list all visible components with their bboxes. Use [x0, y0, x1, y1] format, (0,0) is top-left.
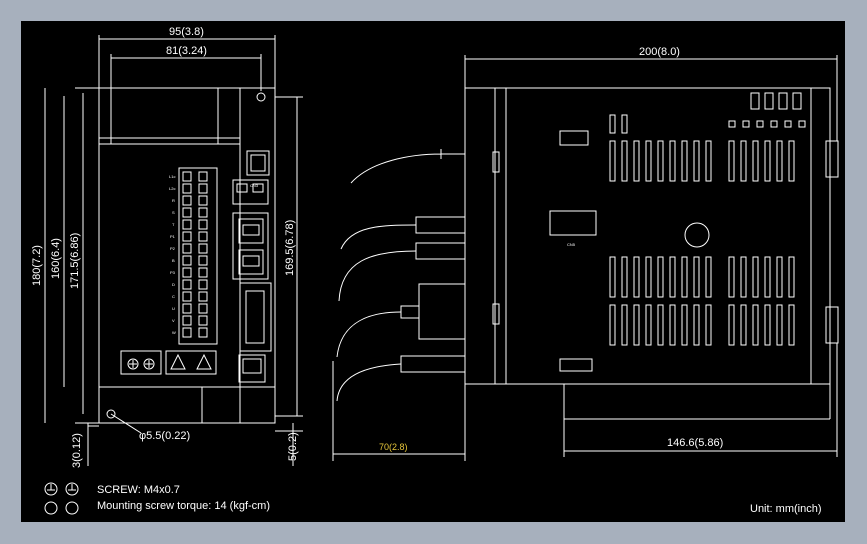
- terminal-label: R: [172, 198, 175, 203]
- bottom-mount-hole: [106, 409, 116, 419]
- terminal-icon: [65, 501, 79, 515]
- terminal-label: B: [172, 258, 175, 263]
- io-plug: [418, 283, 466, 340]
- drawing-canvas: 95(3.8) 81(3.24) 180(7.2) 160(6.4) 171.5…: [31, 26, 839, 515]
- top-mount-hole: [256, 92, 266, 102]
- dim-front-height-2: 171.5(6.86): [69, 233, 81, 289]
- top-connector: [232, 179, 269, 205]
- cn3-connector: [246, 150, 270, 176]
- terminal-label: D: [172, 282, 175, 287]
- dim-hole-diameter: φ5.5(0.22): [139, 430, 190, 442]
- terminal-label: P2: [170, 246, 176, 251]
- ground-terminal: [120, 350, 162, 375]
- screw-note: SCREW: M4x0.7: [97, 484, 180, 496]
- terminal-label: W: [172, 330, 176, 335]
- encoder-plug: [400, 355, 466, 373]
- dim-front-hole-width: 81(3.24): [166, 45, 207, 57]
- side-dimensions: [332, 55, 838, 461]
- terminal-label: T: [172, 222, 175, 227]
- terminal-label: L1c: [169, 174, 175, 179]
- dim-front-width: 95(3.8): [169, 26, 204, 38]
- front-dimensions: [44, 35, 303, 466]
- dim-front-height: 180(7.2): [31, 245, 43, 286]
- terminal-label: U: [172, 306, 175, 311]
- cn5-connector: [549, 210, 597, 236]
- terminal-screws: [182, 171, 208, 338]
- side-latch-bottom: [825, 306, 839, 344]
- warning-icon: [170, 353, 186, 370]
- warning-label: [165, 350, 217, 375]
- encoder-connector: [238, 354, 266, 383]
- terminal-label: V: [172, 318, 175, 323]
- dim-mount-depth: 146.6(5.86): [667, 437, 723, 449]
- warning-icon: [196, 353, 212, 370]
- dim-side-depth: 200(8.0): [639, 46, 680, 58]
- rj45-ports: [232, 212, 269, 280]
- terminal-label: C: [172, 294, 175, 299]
- side-body-outline: [494, 87, 831, 385]
- terminal-label: P3: [170, 270, 176, 275]
- side-cn-label: CN5: [567, 242, 576, 247]
- ground-icon: [65, 482, 79, 496]
- dim-front-height-1: 160(6.4): [50, 238, 62, 279]
- dim-connector-depth: 70(2.8): [379, 442, 408, 452]
- cables: [336, 149, 466, 402]
- unit-note: Unit: mm(inch): [750, 503, 822, 515]
- terminal-label: S: [172, 210, 175, 215]
- side-front-panel: [464, 87, 496, 385]
- terminal-block: [178, 167, 218, 345]
- io-connector: [239, 282, 272, 352]
- dim-front-bottom-left: 3(0.12): [71, 433, 83, 468]
- legend-symbols: [44, 482, 79, 515]
- terminal-label: L2c: [169, 186, 175, 191]
- torque-note: Mounting screw torque: 14 (kgf-cm): [97, 500, 270, 512]
- terminal-label: P1: [170, 234, 176, 239]
- terminal-icon: [44, 501, 58, 515]
- side-latch-top: [825, 140, 839, 178]
- vent-slots: [609, 92, 806, 346]
- dim-front-bottom-right: 5(0.2): [287, 432, 299, 461]
- drawing-sheet: 95(3.8) 81(3.24) 180(7.2) 160(6.4) 171.5…: [21, 21, 845, 522]
- ground-icon: [44, 482, 58, 496]
- dim-front-height-3: 169.5(6.78): [284, 220, 296, 276]
- front-view: [98, 87, 276, 424]
- front-cn-label: CN3: [250, 183, 259, 188]
- side-view: [336, 87, 839, 420]
